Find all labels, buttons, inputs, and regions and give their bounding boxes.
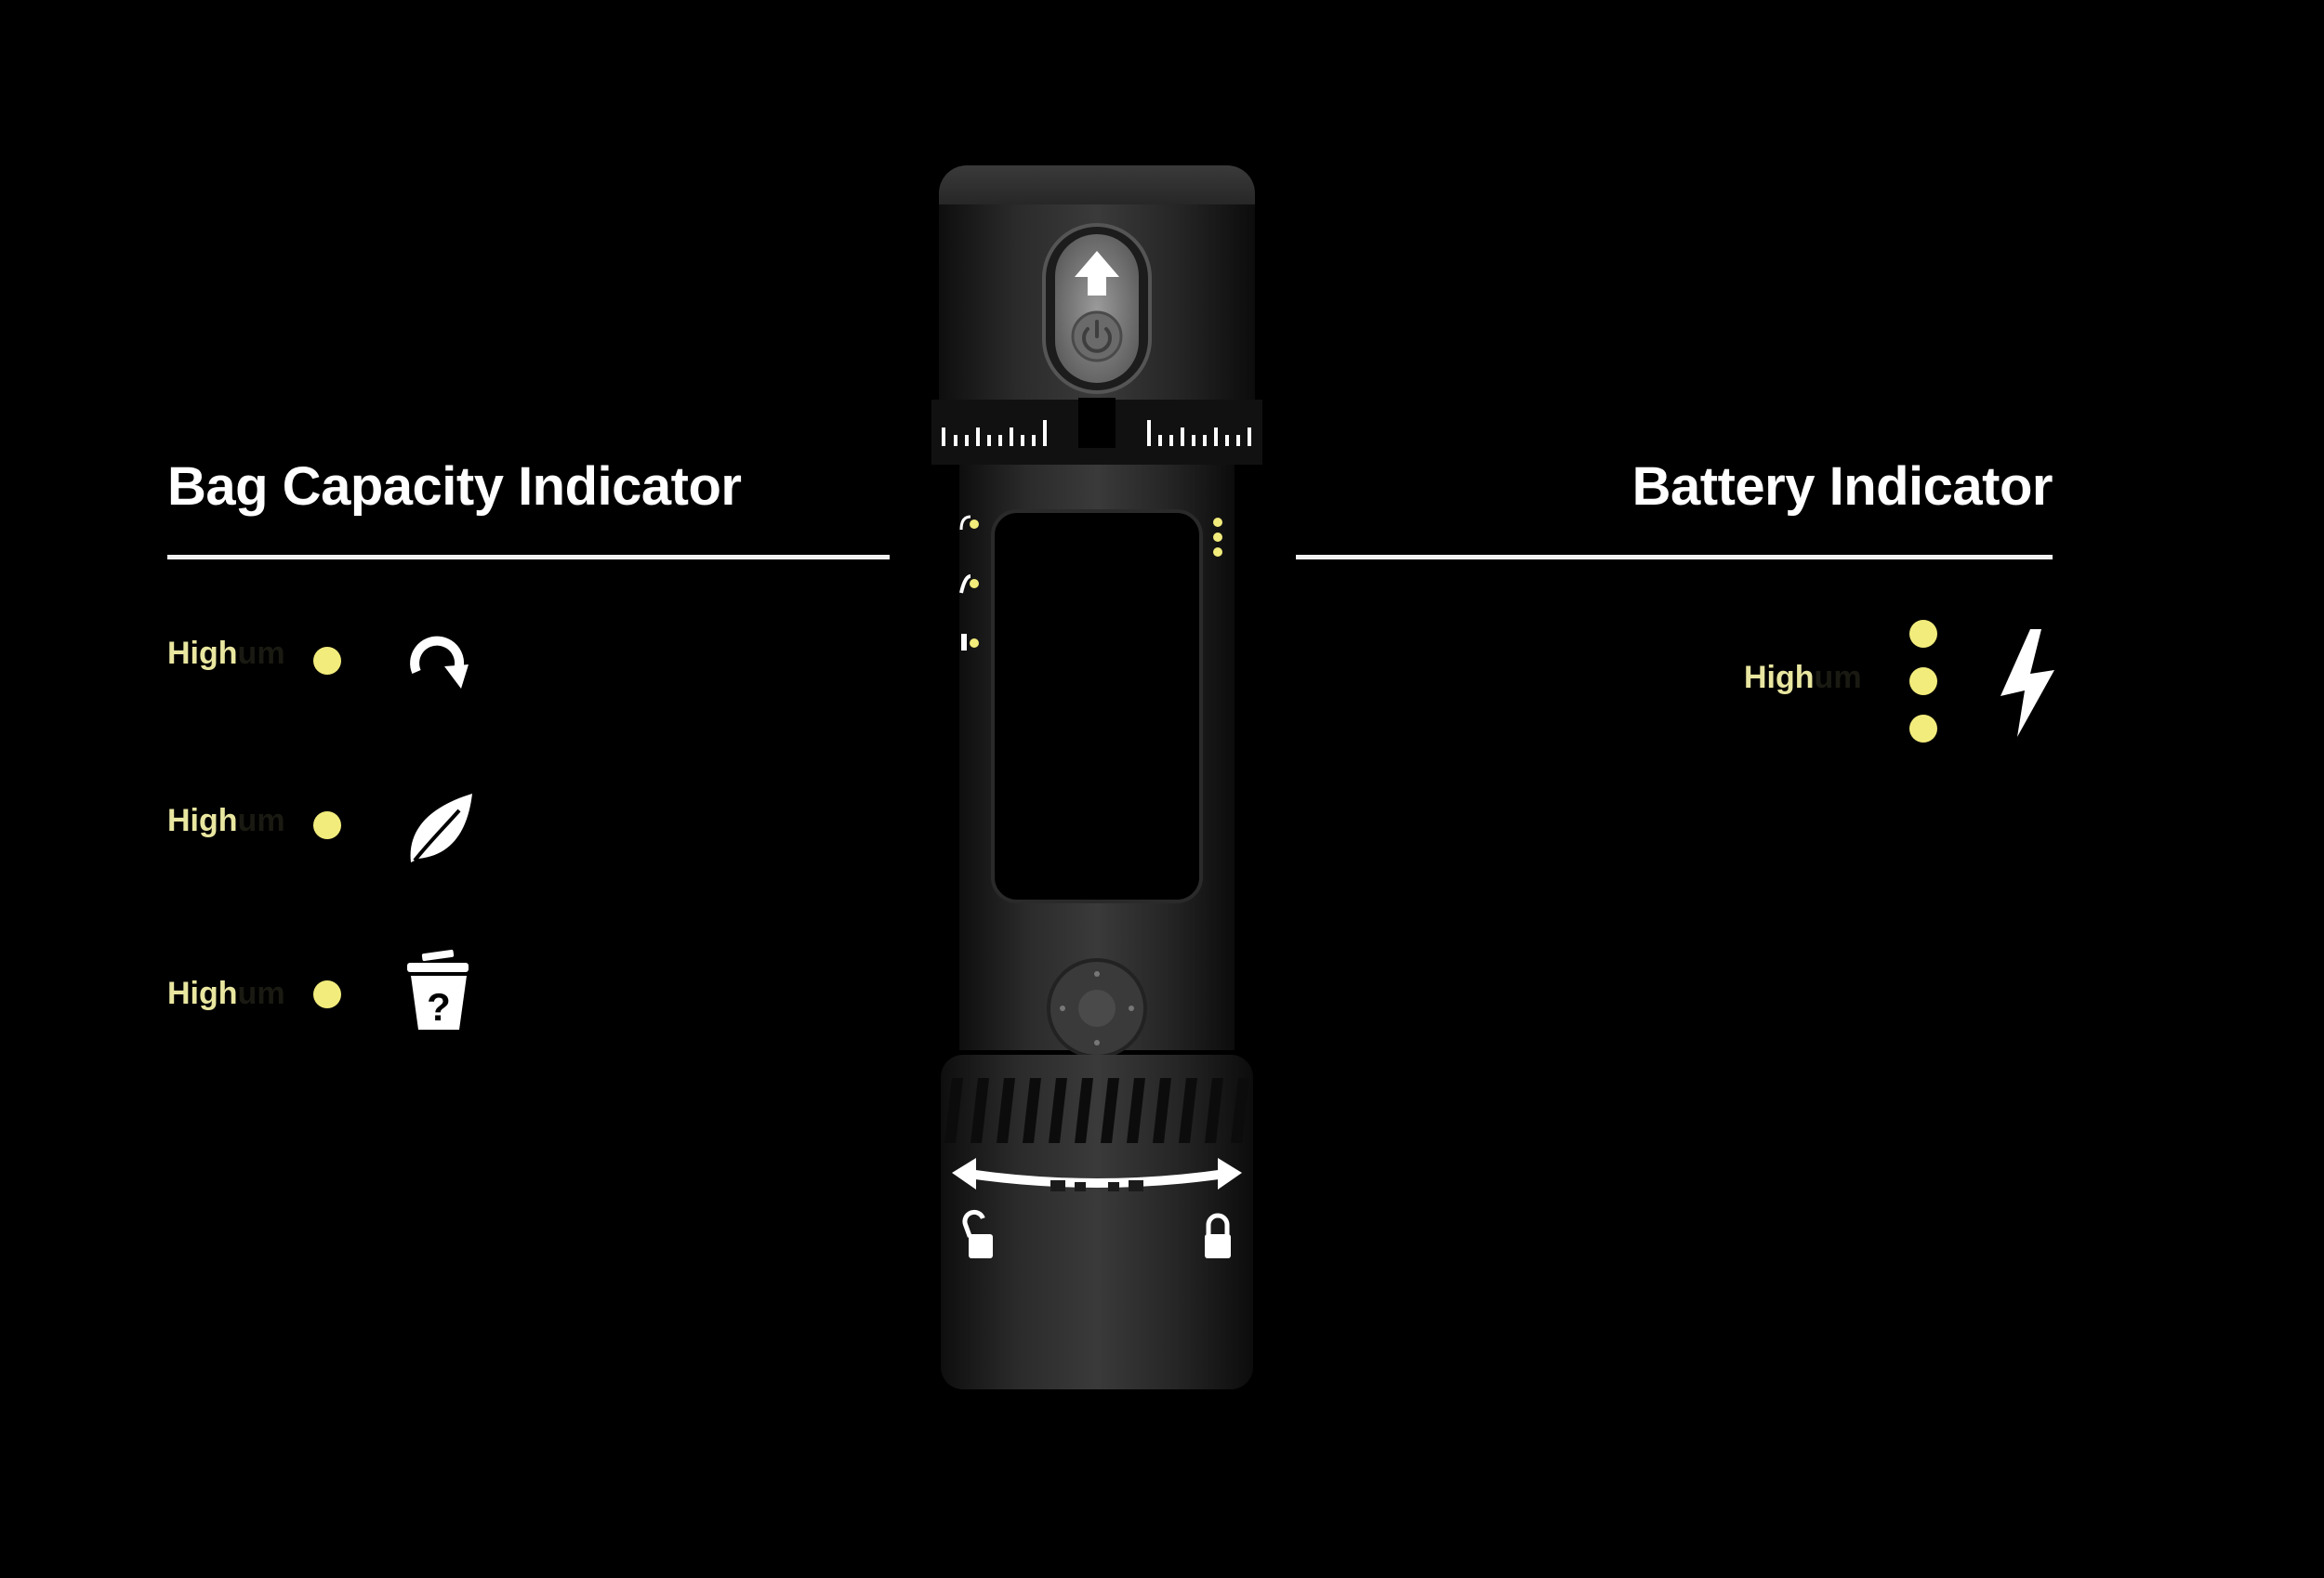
lightning-icon xyxy=(1989,627,2064,739)
device-render xyxy=(911,149,1283,1394)
bag-level-label-2: Highum xyxy=(167,803,285,838)
lock-icon xyxy=(1205,1213,1231,1258)
bag-level-dot-2 xyxy=(313,811,341,839)
unlock-icon xyxy=(962,1209,993,1258)
battery-title: Battery Indicator xyxy=(1631,456,2053,517)
up-arrow-icon xyxy=(1075,251,1119,296)
bag-level-dot-3 xyxy=(313,980,341,1008)
trash-question-icon: ? xyxy=(402,948,476,1032)
rotate-arrow-icon xyxy=(952,1158,1242,1190)
svg-text:?: ? xyxy=(427,985,451,1029)
bag-level-dot-1 xyxy=(313,647,341,675)
battery-dot-1 xyxy=(1909,620,1937,648)
battery-dot-2 xyxy=(1909,667,1937,695)
battery-dot-3 xyxy=(1909,715,1937,743)
device-svg xyxy=(931,165,1262,1389)
leaf-icon xyxy=(402,788,476,872)
left-divider xyxy=(167,555,890,559)
bag-level-label-3: Highum xyxy=(167,976,285,1011)
bag-capacity-title: Bag Capacity Indicator xyxy=(167,456,742,517)
power-icon xyxy=(1082,320,1112,353)
grip-ridges xyxy=(944,1078,1249,1143)
bag-level-label-1: Highum xyxy=(167,636,285,671)
refresh-icon xyxy=(400,618,474,702)
dial-ticks xyxy=(942,420,1251,446)
battery-level-label: Highum xyxy=(1744,660,1862,695)
right-divider xyxy=(1296,555,2053,559)
